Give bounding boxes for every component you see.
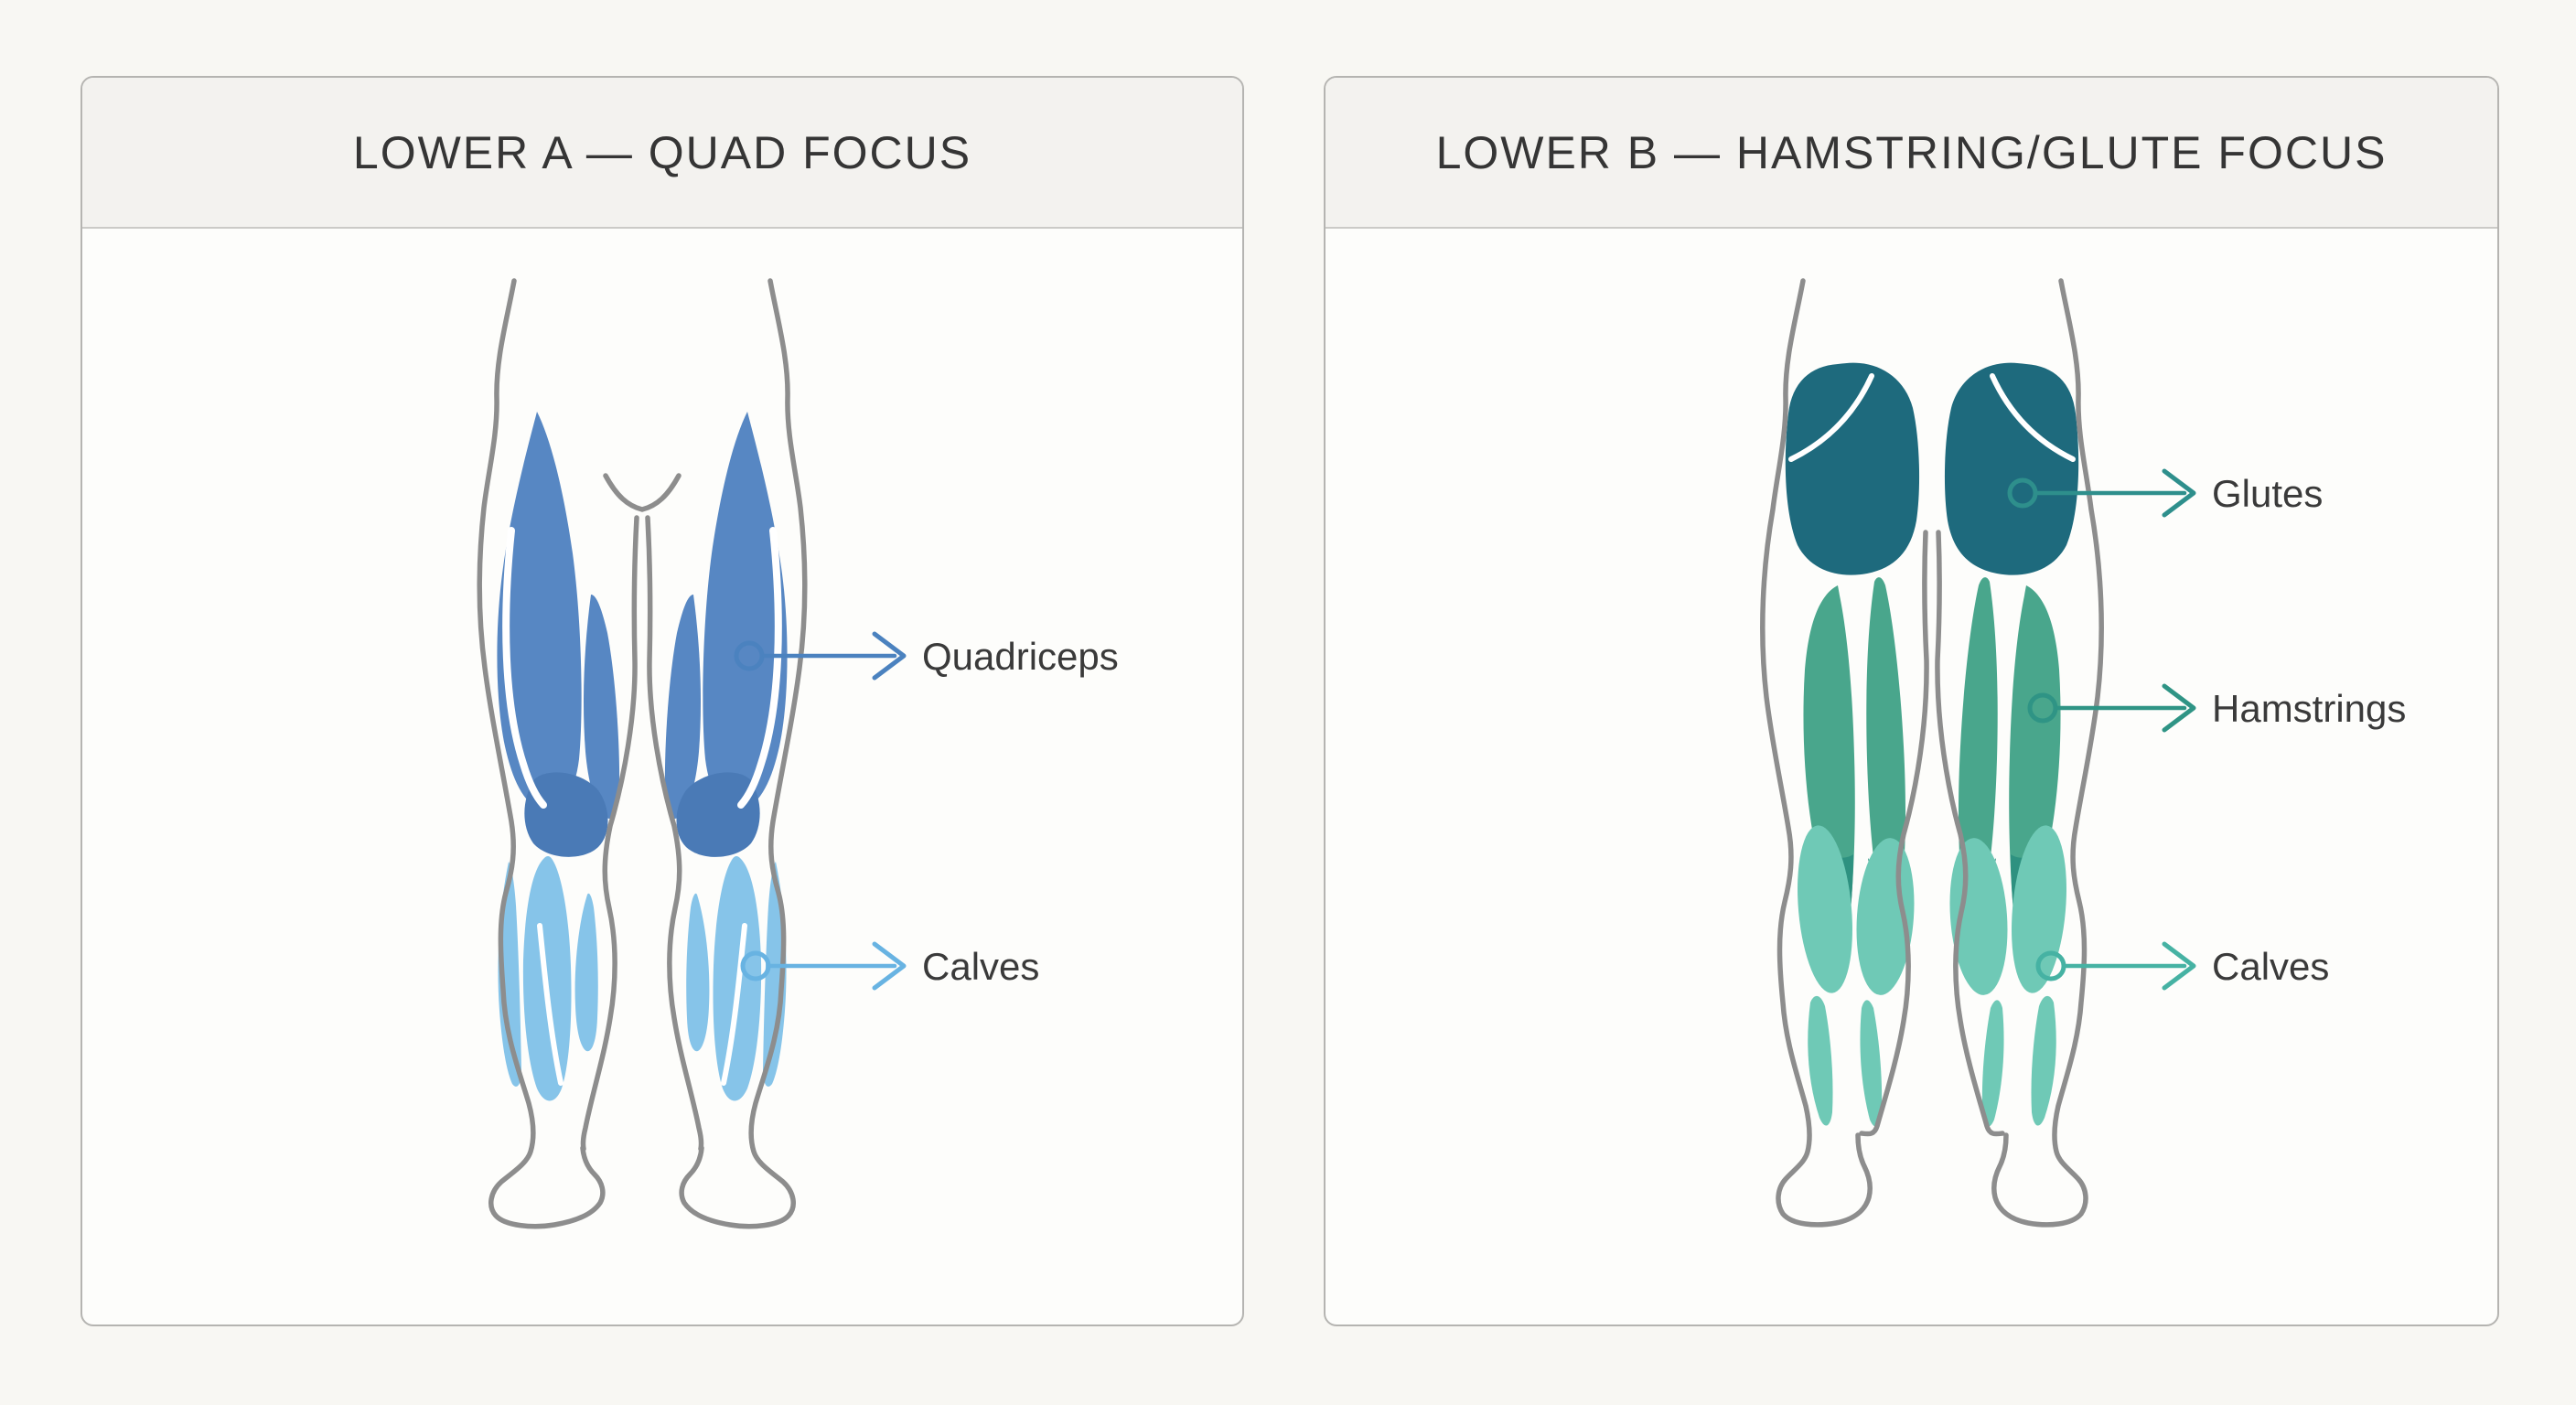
calves-label-back: Calves [2212,945,2329,988]
back-legs-figure: Glutes Hamstrings Calves [1760,278,2406,1325]
calves-leader-front [740,941,907,991]
panel-lower-b: LOWER B — HAMSTRING/GLUTE FOCUS [1324,76,2499,1326]
calf-muscles-front [498,855,787,1101]
panel-lower-a-header: LOWER A — QUAD FOCUS [82,78,1242,229]
quadriceps-muscles [497,412,788,819]
quadriceps-leader [734,631,907,681]
legs-outline-front [477,278,805,1227]
quadriceps-knee-lobe [524,772,760,857]
glutes-arrow-icon [2162,468,2196,518]
glutes-leader [2007,468,2196,518]
panel-lower-b-body: Glutes Hamstrings Calves [1326,229,2497,1325]
calves-anchor-dot [740,950,771,981]
front-legs-figure: Quadriceps Calves [477,278,1119,1325]
calves-back-arrow-icon [2162,941,2196,991]
calves-arrow-icon [872,941,907,991]
glutes-label: Glutes [2212,472,2323,515]
calves-label-front: Calves [922,945,1039,988]
calves-back-anchor-dot [2035,950,2066,981]
hamstrings-arrow-icon [2162,683,2196,733]
calves-leader-back [2035,941,2196,991]
quadriceps-anchor-dot [734,640,765,671]
muscle-separation-lines-back [1788,373,2073,462]
glute-muscles [1785,362,2079,575]
quadriceps-arrow-icon [872,631,907,681]
hamstrings-anchor-dot [2027,692,2058,724]
muscle-separation-lines [502,527,778,1083]
legs-outline-back [1760,278,2101,1225]
panel-lower-b-title: LOWER B — HAMSTRING/GLUTE FOCUS [1435,126,2388,178]
hamstrings-leader [2027,683,2196,733]
crotch-line [603,473,682,512]
panel-lower-a-body: Quadriceps Calves [82,229,1242,1325]
hamstrings-label: Hamstrings [2212,687,2406,730]
panel-lower-a-title: LOWER A — QUAD FOCUS [352,126,972,178]
panel-lower-b-header: LOWER B — HAMSTRING/GLUTE FOCUS [1326,78,2497,229]
panel-lower-a: LOWER A — QUAD FOCUS [80,76,1244,1326]
calf-muscles-back [1798,822,2073,1127]
glutes-anchor-dot [2007,477,2038,509]
quadriceps-label: Quadriceps [922,635,1119,678]
